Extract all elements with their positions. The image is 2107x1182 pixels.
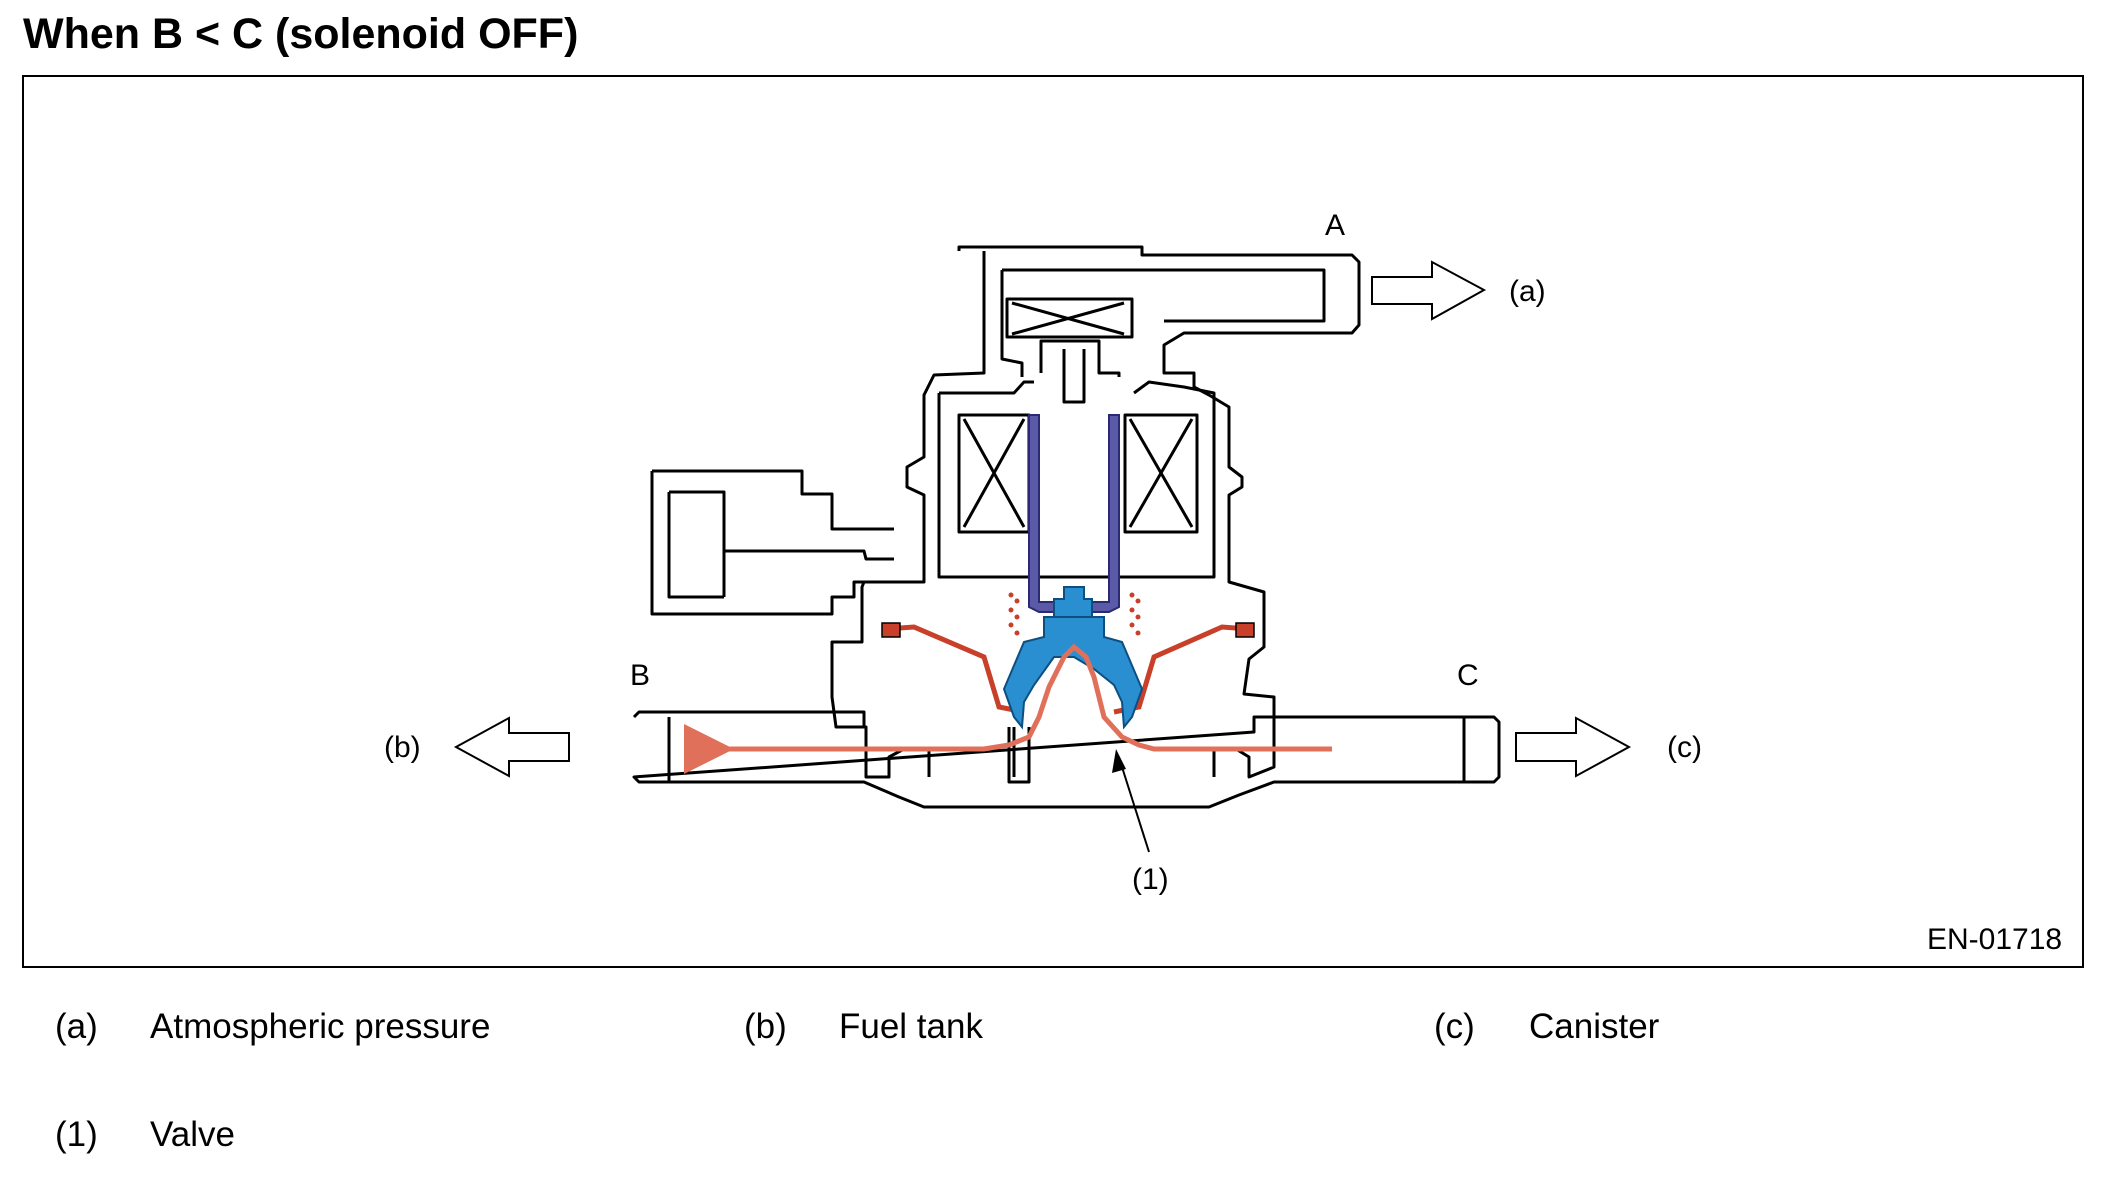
upper-housing-outline — [957, 245, 1361, 779]
port-b-label: B — [630, 659, 650, 692]
flow-a-label: (a) — [1509, 275, 1546, 308]
valve — [1002, 616, 1144, 730]
plunger — [1028, 414, 1120, 613]
legend-text: Canister — [1529, 1007, 1660, 1046]
legend-code: (b) — [744, 1007, 787, 1046]
legend-text: Fuel tank — [839, 1007, 983, 1046]
cap-coil — [1005, 297, 1134, 339]
legend-text: Valve — [150, 1115, 235, 1154]
arrow-c — [1515, 716, 1632, 778]
arrow-a — [1371, 260, 1487, 321]
page-title: When B < C (solenoid OFF) — [23, 10, 579, 58]
lower-tube-outline — [632, 710, 1501, 809]
right-coil — [1123, 413, 1199, 534]
legend-code: (1) — [55, 1115, 98, 1154]
inner-tube — [1000, 268, 1326, 377]
legend-code: (c) — [1434, 1007, 1475, 1046]
port-c-label: C — [1457, 659, 1479, 692]
flow-arrow — [684, 643, 1332, 774]
callout-leader — [1121, 766, 1150, 853]
arrow-b — [453, 716, 570, 778]
center-divider — [1007, 727, 1031, 784]
flow-c-label: (c) — [1667, 731, 1702, 764]
callout-1-label: (1) — [1132, 863, 1169, 896]
legend-code: (a) — [55, 1007, 98, 1046]
flow-b-label: (b) — [384, 731, 421, 764]
legend-text: Atmospheric pressure — [150, 1007, 491, 1046]
port-a-label: A — [1325, 209, 1345, 242]
coil-housing — [937, 380, 1216, 579]
figure-code: EN-01718 — [1927, 923, 2062, 956]
valve-diagram: A (a) B (b) C (c) (1) EN-01718 — [384, 209, 2062, 956]
connector-outline — [650, 469, 894, 616]
diagram-frame: A (a) B (b) C (c) (1) EN-01718 — [22, 75, 2084, 968]
connector-inner — [667, 490, 894, 599]
upper-housing-outline-left — [830, 251, 986, 779]
plunger-top — [1039, 339, 1121, 404]
